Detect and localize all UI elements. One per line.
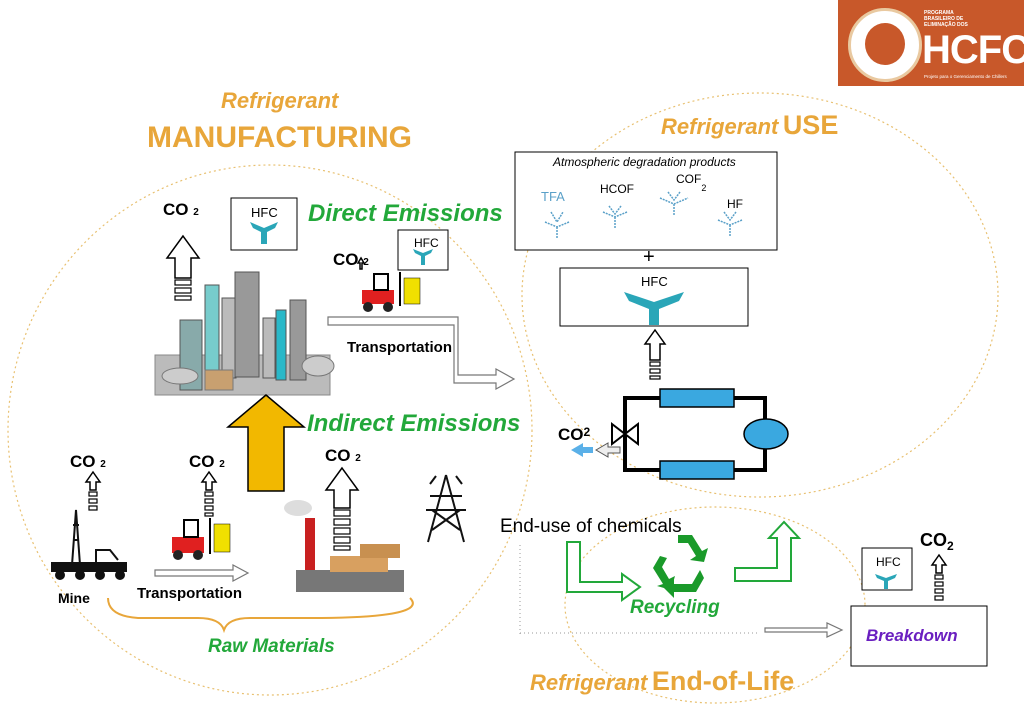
co2-label-plant: CO 2: [325, 446, 361, 466]
factory-icon: [154, 271, 335, 396]
transport-to-use-arrow: [327, 316, 516, 391]
end-use-label: End-use of chemicals: [500, 516, 682, 537]
direct-emissions-label: Direct Emissions: [308, 200, 503, 227]
hfc-molecule-icon: [250, 222, 278, 244]
co2-sub: 2: [355, 453, 361, 464]
hfc-label-direct: HFC: [251, 205, 278, 220]
raw-materials-bracket: [107, 597, 414, 634]
use-title: Refrigerant USE: [661, 110, 838, 141]
use-ellipse: [521, 92, 999, 498]
co2-sub: 2: [583, 425, 591, 439]
co2-text: CO: [70, 452, 96, 471]
industrial-plant-icon: [284, 500, 404, 592]
supply-arrow: [225, 394, 307, 492]
oil-rig-icon: [51, 509, 127, 580]
co2-label-factory: CO 2: [163, 200, 199, 220]
co2-sub: 2: [100, 459, 106, 470]
co2-sub: 2: [363, 257, 369, 268]
degradation-box: [514, 151, 778, 251]
hfc-molecule-icon: [875, 574, 897, 589]
hfc-molecule-icon: [413, 249, 433, 265]
co2-text: CO: [558, 425, 584, 444]
hfc-label-eol: HFC: [876, 555, 901, 569]
co2-dash-stacks: [88, 279, 944, 601]
product-hcof: HCOF: [600, 182, 634, 196]
degradation-title: Atmospheric degradation products: [553, 155, 736, 169]
co2-left-arrow: [595, 442, 621, 458]
logo-line3: ELIMINAÇÃO DOS: [924, 22, 968, 28]
use-title-small: Refrigerant: [661, 114, 779, 139]
co2-sub: 2: [219, 459, 225, 470]
co2-label-breakdown: CO2: [920, 530, 954, 553]
co2-arrows: [84, 234, 948, 574]
logo-brand: HCFCs: [922, 28, 1024, 72]
manufacturing-title: MANUFACTURING: [147, 121, 412, 154]
eol-title-big: End-of-Life: [651, 666, 795, 696]
breakdown-box: [850, 605, 988, 667]
product-cof2: COF2: [676, 172, 706, 193]
eol-title: Refrigerant End-of-Life: [530, 666, 794, 697]
recycling-label: Recycling: [630, 597, 720, 618]
co2-left-arrow-fill: [571, 443, 593, 457]
eol-title-small: Refrigerant: [530, 670, 648, 695]
co2-label-mine: CO 2: [70, 452, 106, 472]
co2-text: CO: [163, 200, 189, 219]
to-breakdown-arrow: [764, 622, 844, 638]
globe-icon: [848, 8, 922, 82]
co2-text: CO: [325, 446, 351, 465]
indirect-emissions-label: Indirect Emissions: [307, 410, 521, 437]
hfc-label-transport: HFC: [414, 236, 439, 250]
refrigeration-cycle-icon: [611, 388, 789, 480]
product-cof: COF: [676, 172, 702, 186]
mine-label: Mine: [58, 590, 90, 606]
co2-label-transport: CO 2: [333, 250, 369, 270]
co2-label-equipment: CO2: [558, 425, 590, 445]
hfc-label-use: HFC: [641, 274, 668, 289]
manufacturing-title-small: Refrigerant: [221, 88, 339, 113]
logo-tagline: Projeto para o Gerenciamento de Chillers: [924, 74, 1007, 79]
transportation-label-top: Transportation: [347, 339, 453, 356]
product-cof-sub: 2: [701, 183, 707, 193]
logo-line2: BRASILEIRO DE: [924, 16, 964, 22]
transport-bottom-arrow: [154, 564, 250, 582]
hcfc-program-logo: PROGRAMA BRASILEIRO DE ELIMINAÇÃO DOS HC…: [838, 0, 1024, 86]
manufacturing-ellipse: [7, 164, 533, 696]
co2-label-transport-bottom: CO 2: [189, 452, 225, 472]
co2-text: CO: [333, 250, 359, 269]
degradation-molecule-icons: [544, 191, 743, 239]
plus-sign: +: [643, 246, 655, 268]
co2-text: CO: [920, 530, 947, 550]
product-hf: HF: [727, 197, 743, 211]
transportation-label-bottom: Transportation: [137, 585, 243, 602]
co2-text: CO: [189, 452, 215, 471]
forklift-icon: [362, 272, 421, 312]
co2-sub: 2: [193, 207, 199, 218]
logo-line1: PROGRAMA: [924, 10, 954, 16]
flow-arrows: [154, 316, 844, 638]
forklift-icon: [172, 518, 231, 560]
use-title-big: USE: [782, 110, 839, 140]
recycling-icon: [653, 535, 708, 598]
breakdown-label: Breakdown: [866, 626, 958, 645]
eol-ellipse: [564, 506, 866, 704]
raw-materials-label: Raw Materials: [208, 636, 335, 657]
co2-sub: 2: [947, 539, 954, 553]
power-pylon-icon: [426, 474, 466, 543]
product-tfa: TFA: [541, 189, 565, 204]
recycling-flow-arrows: [566, 520, 802, 602]
hfc-molecule-icon: [624, 292, 684, 325]
